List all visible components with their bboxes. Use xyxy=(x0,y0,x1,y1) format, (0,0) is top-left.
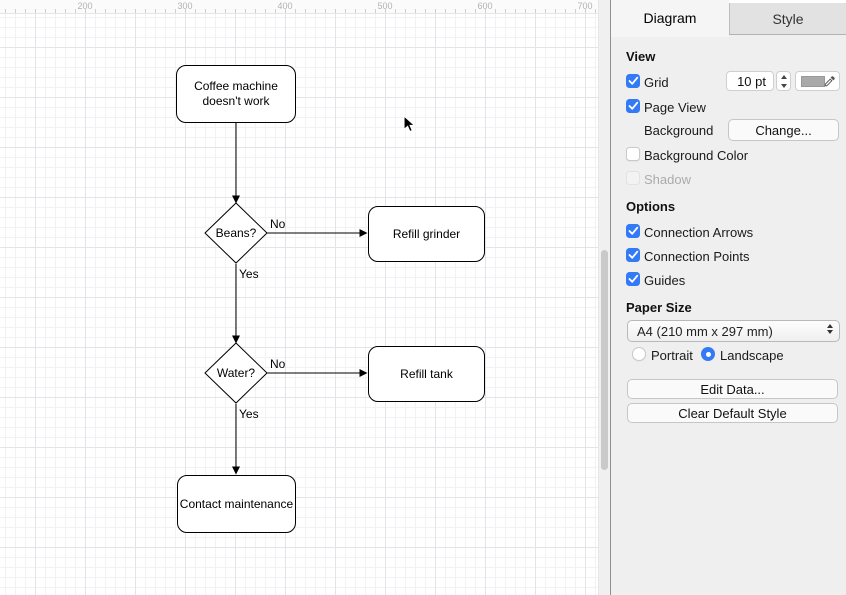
node-label: Refill grinder xyxy=(392,226,461,241)
flowchart-node-water[interactable]: Water? xyxy=(206,363,266,383)
paper-size-value: A4 (210 mm x 297 mm) xyxy=(637,323,773,339)
options-heading: Options xyxy=(626,199,676,214)
edge-label-beans-no[interactable]: No xyxy=(270,217,286,231)
background-color-checkbox[interactable] xyxy=(626,147,640,161)
canvas-grid xyxy=(0,14,600,595)
connection-arrows-checkbox[interactable] xyxy=(626,224,640,238)
flowchart-node-contact-maintenance[interactable]: Contact maintenance xyxy=(177,475,296,533)
connection-points-checkbox[interactable] xyxy=(626,248,640,262)
stepper-up-icon[interactable] xyxy=(777,72,790,81)
mouse-cursor-icon xyxy=(403,115,415,133)
connection-arrows-label: Connection Arrows xyxy=(644,225,754,240)
ruler-label: 600 xyxy=(477,1,493,11)
ruler-label: 500 xyxy=(377,1,393,11)
grid-color-button[interactable] xyxy=(795,71,840,91)
flowchart-node-refill-tank[interactable]: Refill tank xyxy=(368,346,485,402)
portrait-label: Portrait xyxy=(651,348,693,363)
ruler-label: 200 xyxy=(77,1,93,11)
tab-diagram[interactable]: Diagram xyxy=(611,0,729,35)
page-view-label: Page View xyxy=(644,100,706,115)
background-color-label: Background Color xyxy=(644,148,749,163)
ruler-ticks xyxy=(0,9,600,13)
paper-size-select[interactable]: A4 (210 mm x 297 mm) xyxy=(627,320,840,342)
ruler-label: 300 xyxy=(177,1,193,11)
edge-label-beans-yes[interactable]: Yes xyxy=(239,267,259,281)
edge-label-water-yes[interactable]: Yes xyxy=(239,407,259,421)
button-label: Edit Data... xyxy=(700,381,765,397)
page-view-checkbox[interactable] xyxy=(626,99,640,113)
guides-checkbox[interactable] xyxy=(626,272,640,286)
stepper-down-icon[interactable] xyxy=(777,81,790,90)
background-change-button[interactable]: Change... xyxy=(728,119,839,141)
vertical-scrollbar-thumb[interactable] xyxy=(601,250,608,470)
shadow-label: Shadow xyxy=(644,172,691,187)
flowchart-node-beans[interactable]: Beans? xyxy=(206,223,266,243)
node-label: Beans? xyxy=(215,226,257,240)
grid-size-input[interactable] xyxy=(726,71,774,91)
eyedropper-icon xyxy=(824,76,835,87)
button-label: Change... xyxy=(755,122,812,138)
tab-label: Diagram xyxy=(643,9,697,26)
edit-data-button[interactable]: Edit Data... xyxy=(627,379,838,399)
clear-default-style-button[interactable]: Clear Default Style xyxy=(627,403,838,423)
connection-points-label: Connection Points xyxy=(644,249,750,264)
format-panel: Diagram Style View Grid xyxy=(610,0,846,595)
button-label: Clear Default Style xyxy=(678,405,787,421)
node-label: Coffee machine doesn't work xyxy=(194,79,278,108)
background-label: Background xyxy=(644,123,714,138)
portrait-radio[interactable] xyxy=(632,347,646,361)
grid-label: Grid xyxy=(644,75,669,90)
view-heading: View xyxy=(626,49,656,64)
flowchart-node-start[interactable]: Coffee machine doesn't work xyxy=(176,65,296,123)
guides-label: Guides xyxy=(644,273,686,288)
horizontal-ruler: 200 300 400 500 600 700 xyxy=(0,0,610,14)
diagram-canvas[interactable]: 200 300 400 500 600 700 Coffee machine d… xyxy=(0,0,610,595)
grid-size-stepper[interactable] xyxy=(776,71,791,91)
select-arrows-icon xyxy=(827,324,833,334)
shadow-checkbox xyxy=(626,171,640,185)
vertical-scrollbar-track[interactable] xyxy=(598,0,610,595)
node-label: Water? xyxy=(216,366,256,380)
ruler-label: 400 xyxy=(277,1,293,11)
flowchart-node-refill-grinder[interactable]: Refill grinder xyxy=(368,206,485,262)
tab-active-underlap xyxy=(611,35,729,37)
landscape-radio[interactable] xyxy=(701,347,715,361)
tab-style[interactable]: Style xyxy=(729,3,846,35)
grid-checkbox[interactable] xyxy=(626,74,640,88)
grid-color-swatch xyxy=(801,76,825,87)
node-label: Contact maintenance xyxy=(179,496,294,511)
paper-size-heading: Paper Size xyxy=(626,300,692,315)
edge-label-water-no[interactable]: No xyxy=(270,357,286,371)
landscape-label: Landscape xyxy=(720,348,784,363)
ruler-label: 700 xyxy=(577,1,593,11)
node-label: Refill tank xyxy=(400,366,453,381)
tab-label: Style xyxy=(772,10,804,27)
format-panel-tabs: Diagram Style xyxy=(611,0,846,37)
